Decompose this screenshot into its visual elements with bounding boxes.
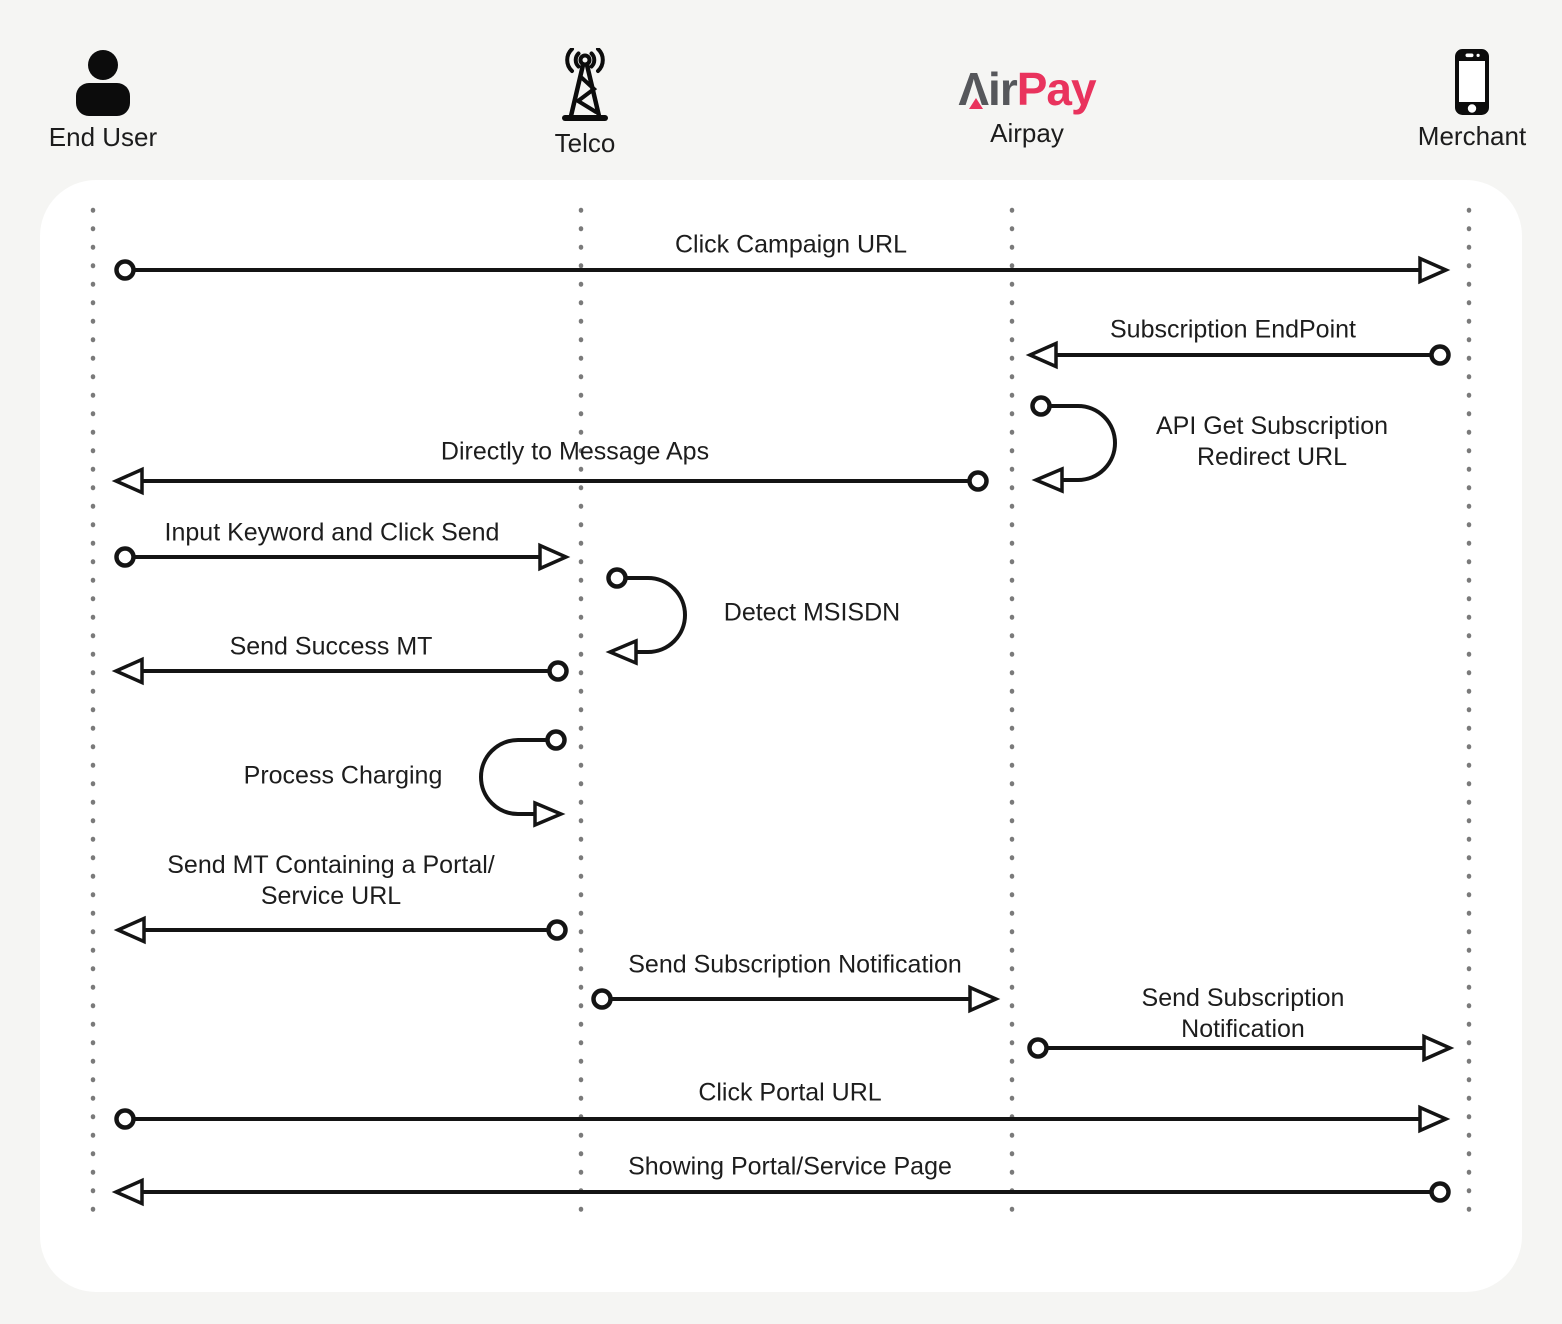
arrow-directly-to-message-aps: [111, 466, 989, 496]
actor-label-merchant: Merchant: [1417, 121, 1527, 151]
smartphone-icon: [1454, 48, 1490, 116]
person-icon: [75, 50, 131, 116]
self-loop-api-get-subscription: [1030, 395, 1117, 494]
diagram-panel: [40, 180, 1522, 1292]
arrow-click-portal-url: [114, 1104, 1451, 1134]
message-label-detect-msisdn: Detect MSISDN: [723, 598, 901, 627]
message-label-showing-portal-service-page: Showing Portal/Service Page: [628, 1152, 952, 1181]
arrow-send-mt-portal-url: [113, 915, 568, 945]
self-loop-detect-msisdn: [605, 567, 687, 666]
message-label-send-mt-portal-service-url: Send MT Containing a Portal/ Service URL: [167, 851, 495, 910]
message-label-send-success-mt: Send Success MT: [229, 632, 433, 661]
arrow-showing-portal-service-page: [111, 1177, 1451, 1207]
arrow-send-subscription-notification-airpay-merchant: [1027, 1033, 1455, 1063]
message-label-send-subscription-notification-2: Send Subscription Notification: [1141, 984, 1345, 1043]
airpay-logo-air: Λir: [958, 63, 1017, 115]
arrow-send-subscription-notification-telco-airpay: [591, 984, 1001, 1014]
message-label-directly-to-message-aps: Directly to Message Aps: [440, 437, 710, 466]
actor-merchant: Merchant: [1412, 48, 1532, 152]
message-label-click-portal-url: Click Portal URL: [698, 1078, 882, 1107]
message-label-send-subscription-notification-1: Send Subscription Notification: [628, 950, 962, 979]
message-label-subscription-endpoint: Subscription EndPoint: [1110, 315, 1356, 344]
message-label-input-keyword-click-send: Input Keyword and Click Send: [164, 518, 500, 547]
actor-label-airpay: Airpay: [990, 118, 1064, 148]
actor-end-user: End User: [48, 50, 158, 153]
arrow-send-success-mt: [111, 656, 569, 686]
self-loop-process-charging: [479, 729, 567, 828]
airpay-logo-triangle: [969, 98, 984, 109]
arrow-click-campaign-url: [114, 255, 1451, 285]
message-label-click-campaign-url: Click Campaign URL: [674, 230, 908, 259]
actor-label-end-user: End User: [48, 122, 158, 152]
message-label-process-charging: Process Charging: [243, 761, 443, 790]
radio-tower-icon: [559, 48, 611, 124]
actor-telco: Telco: [555, 48, 615, 159]
actor-label-telco: Telco: [554, 128, 616, 158]
message-label-api-get-subscription-redirect-url: API Get Subscription Redirect URL: [1155, 412, 1389, 471]
arrow-subscription-endpoint: [1025, 340, 1451, 370]
airpay-logo-pay: Pay: [1016, 63, 1097, 115]
arrow-input-keyword-click-send: [114, 542, 571, 572]
